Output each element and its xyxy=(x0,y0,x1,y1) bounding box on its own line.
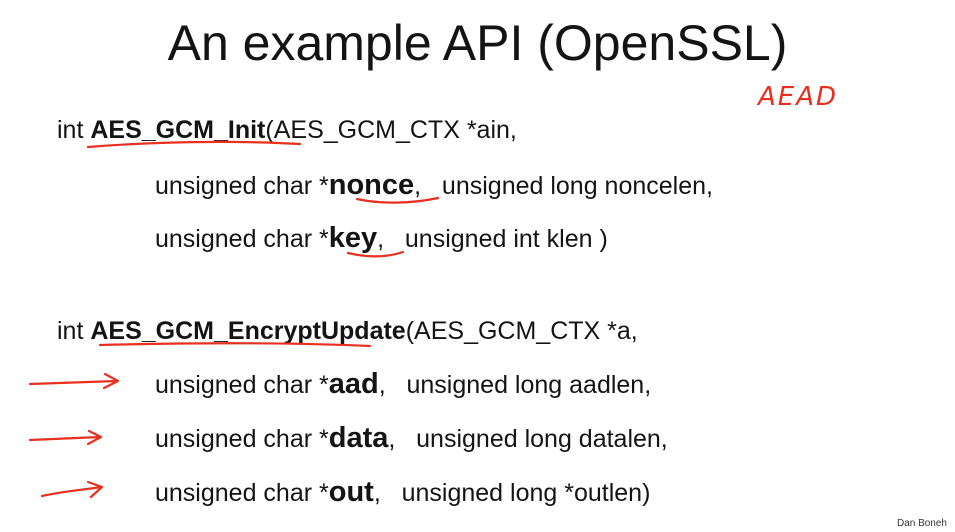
init-first-arg: (AES_GCM_CTX *ain, xyxy=(265,116,517,144)
data-param: data xyxy=(328,422,389,454)
aead-annotation: AEAD xyxy=(758,82,839,112)
slide-title: An example API (OpenSSL) xyxy=(167,15,788,71)
author-credit: Dan Boneh xyxy=(896,518,947,529)
encrypt-aad-line: unsigned char *aad, unsigned long aadlen… xyxy=(155,366,651,403)
data-arrow xyxy=(28,429,103,446)
key-rest: , unsigned int klen ) xyxy=(377,225,608,253)
encrypt-first-arg: (AES_GCM_CTX *a, xyxy=(405,317,638,345)
nonce-param: nonce xyxy=(328,169,415,201)
init-nonce-line: unsigned char *nonce, unsigned long nonc… xyxy=(155,167,713,204)
key-param: key xyxy=(328,222,378,254)
init-return-type: int xyxy=(57,116,91,144)
out-rest: , unsigned long *outlen) xyxy=(373,479,651,507)
encrypt-out-line: unsigned char *out, unsigned long *outle… xyxy=(155,474,650,511)
nonce-rest: , unsigned long noncelen, xyxy=(414,172,713,200)
encrypt-return-type: int xyxy=(57,317,91,345)
encrypt-data-line: unsigned char *data, unsigned long datal… xyxy=(155,420,668,457)
out-param: out xyxy=(328,476,374,508)
aad-arrow xyxy=(28,372,120,390)
init-signature-line: int AES_GCM_Init(AES_GCM_CTX *ain, xyxy=(57,112,517,148)
nonce-type: unsigned char * xyxy=(155,172,329,200)
init-function-name: AES_GCM_Init xyxy=(90,116,266,144)
data-rest: , unsigned long datalen, xyxy=(388,425,668,453)
key-underline xyxy=(346,250,405,258)
out-type: unsigned char * xyxy=(155,479,329,507)
nonce-underline xyxy=(355,196,440,204)
init-function-underline xyxy=(86,140,302,149)
encrypt-function-name: AES_GCM_EncryptUpdate xyxy=(90,317,406,345)
data-type: unsigned char * xyxy=(155,425,329,453)
encrypt-function-underline xyxy=(98,342,372,348)
init-key-line: unsigned char *key, unsigned int klen ) xyxy=(155,220,608,257)
encrypt-signature-line: int AES_GCM_EncryptUpdate(AES_GCM_CTX *a… xyxy=(57,313,638,349)
aad-rest: , unsigned long aadlen, xyxy=(378,371,652,399)
aad-type: unsigned char * xyxy=(155,371,329,399)
key-type: unsigned char * xyxy=(155,225,329,253)
out-arrow xyxy=(40,480,104,499)
aad-param: aad xyxy=(328,368,379,400)
